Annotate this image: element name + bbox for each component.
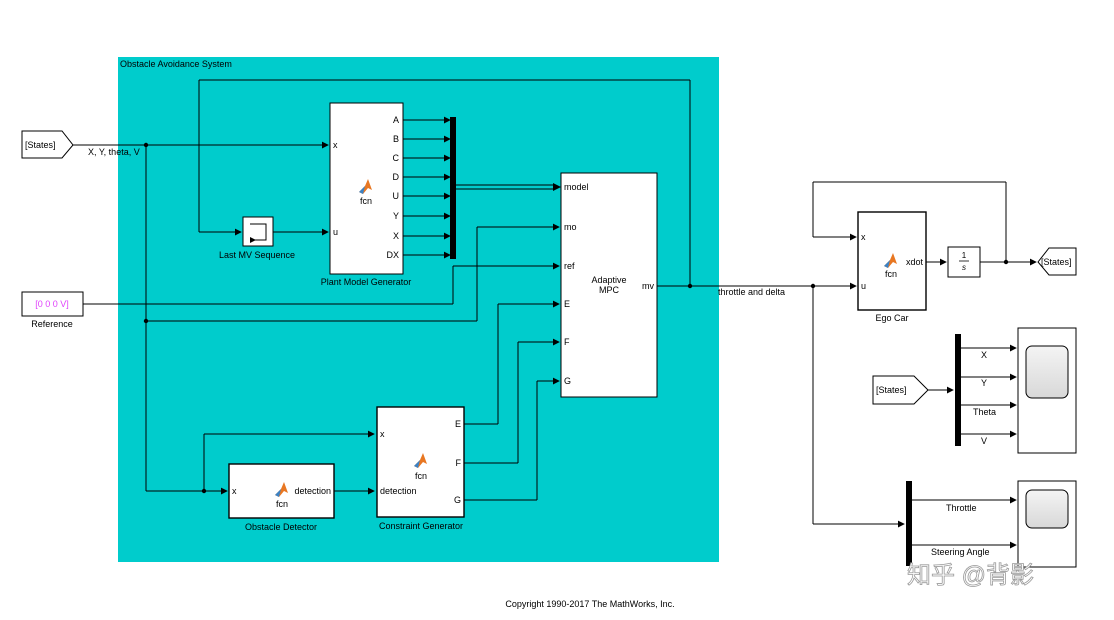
integrator-den: s (962, 263, 966, 272)
integrator-block[interactable]: 1 s (947, 246, 981, 278)
scope-screen-icon (1025, 345, 1069, 399)
matlab-logo-icon (359, 179, 372, 194)
mpc-in-f: F (564, 337, 570, 347)
mpc-in-e: E (564, 299, 570, 309)
ego-car-label: Ego Car (875, 313, 908, 323)
scope1-signal-theta: Theta (973, 407, 996, 417)
last-mv-label: Last MV Sequence (219, 250, 295, 260)
obstacle-detector-label: Obstacle Detector (245, 522, 317, 532)
from-states-scope-block[interactable]: [States] (872, 375, 929, 405)
plant-model-block[interactable]: x u A B C D U Y X DX fcn (329, 102, 404, 275)
adaptive-mpc-block[interactable]: model mo ref E F G Adaptive MPC mv (560, 172, 658, 398)
scope2-signal-throttle: Throttle (946, 503, 977, 513)
memory-icon (250, 223, 267, 241)
constraint-in-x: x (380, 429, 385, 439)
scope1-signal-y: Y (981, 378, 987, 388)
wires (73, 79, 1037, 549)
plant-out-a: A (393, 115, 399, 125)
plant-out-u: U (393, 191, 400, 201)
signal-label-states: X, Y, theta, V (88, 147, 140, 157)
plant-out-dx: DX (386, 250, 399, 260)
plant-model-label: Plant Model Generator (321, 277, 412, 287)
copyright: Copyright 1990-2017 The MathWorks, Inc. (505, 599, 674, 609)
reference-constant-block[interactable]: [0 0 0 V] (21, 291, 84, 317)
watermark: 知乎 @背影 (907, 562, 1034, 589)
mpc-in-mo: mo (564, 222, 577, 232)
bus-selector-states[interactable] (955, 334, 961, 446)
ego-out-xdot: xdot (906, 257, 924, 267)
matlab-logo-icon (414, 453, 427, 468)
memory-arrow-icon (250, 237, 256, 243)
plant-in-x: x (333, 140, 338, 150)
constraint-out-f: F (456, 458, 462, 468)
constraint-generator-block[interactable]: x detection E F G fcn (376, 406, 465, 518)
mpc-in-g: G (564, 376, 571, 386)
last-mv-block[interactable] (242, 216, 274, 247)
detector-fcn-label: fcn (276, 499, 288, 509)
mpc-in-model: model (564, 182, 589, 192)
reference-value: [0 0 0 V] (35, 299, 69, 309)
scope1-signal-v: V (981, 436, 987, 446)
scope-controls[interactable] (1017, 480, 1077, 568)
scope1-signal-x: X (981, 350, 987, 360)
bus-creator-model[interactable] (450, 117, 456, 259)
plant-out-c: C (393, 153, 400, 163)
integrator-num: 1 (962, 251, 967, 260)
subsystem-title: Obstacle Avoidance System (120, 59, 232, 69)
plant-in-u: u (333, 227, 338, 237)
detector-in-x: x (232, 486, 237, 496)
constraint-out-g: G (454, 495, 461, 505)
obstacle-detector-block[interactable]: x detection fcn (228, 463, 335, 519)
scope-screen-icon (1025, 489, 1069, 529)
mpc-out-mv: mv (642, 281, 654, 291)
constraint-generator-label: Constraint Generator (379, 521, 463, 531)
constraint-fcn-label: fcn (415, 471, 427, 481)
bus-selector-controls[interactable] (906, 481, 912, 566)
mpc-title-1: Adaptive (591, 275, 626, 285)
signal-label-throttle-delta: throttle and delta (718, 287, 785, 297)
reference-label: Reference (31, 319, 73, 329)
from-states-label: [States] (25, 140, 56, 150)
matlab-logo-icon (275, 482, 288, 497)
from-states-block[interactable]: [States] (21, 130, 74, 159)
scope2-signal-steering: Steering Angle (931, 547, 990, 557)
ego-in-u: u (861, 281, 866, 291)
ego-fcn-label: fcn (885, 269, 897, 279)
goto-states-label: [States] (1041, 257, 1072, 267)
mpc-in-ref: ref (564, 261, 575, 271)
ego-car-block[interactable]: x u xdot fcn (857, 211, 927, 311)
matlab-logo-icon (884, 253, 897, 268)
goto-states-block[interactable]: [States] (1037, 247, 1077, 276)
plant-fcn-label: fcn (360, 196, 372, 206)
plant-out-y: Y (393, 211, 399, 221)
detector-out: detection (294, 486, 331, 496)
constraint-in-detection: detection (380, 486, 417, 496)
ego-in-x: x (861, 232, 866, 242)
constraint-out-e: E (455, 419, 461, 429)
mpc-title-2: MPC (599, 285, 620, 295)
from-states-scope-label: [States] (876, 385, 907, 395)
plant-out-b: B (393, 134, 399, 144)
plant-out-d: D (393, 172, 400, 182)
scope-states[interactable] (1017, 327, 1077, 454)
plant-out-x: X (393, 231, 399, 241)
